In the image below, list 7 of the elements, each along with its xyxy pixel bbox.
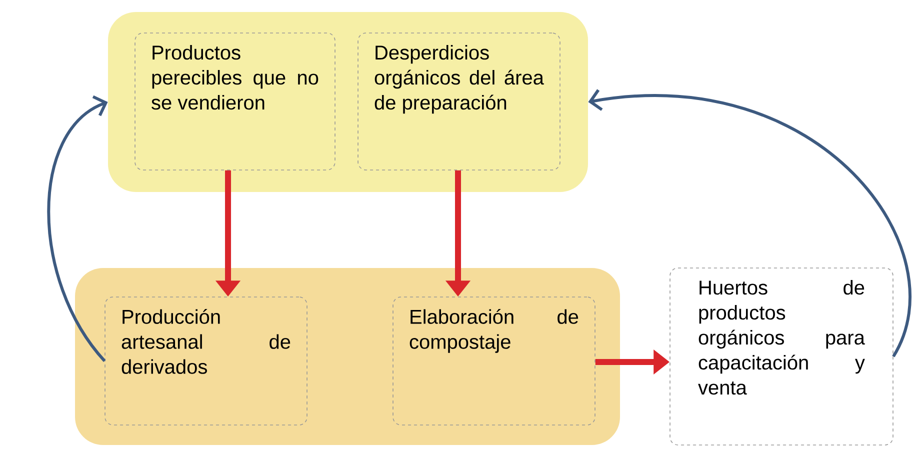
text-box: Producción artesanal de derivados bbox=[104, 296, 308, 426]
text-box: Productos perecibles que no se vendieron bbox=[134, 32, 336, 170]
arrow bbox=[588, 89, 912, 358]
text-box: Elaboración de compostaje bbox=[392, 296, 596, 426]
arrow bbox=[47, 95, 108, 362]
text-box: Desperdicios orgánicos del área de preparación bbox=[358, 32, 560, 170]
text-box: Huertos de productos orgánicos para capacitación y venta bbox=[670, 268, 894, 446]
